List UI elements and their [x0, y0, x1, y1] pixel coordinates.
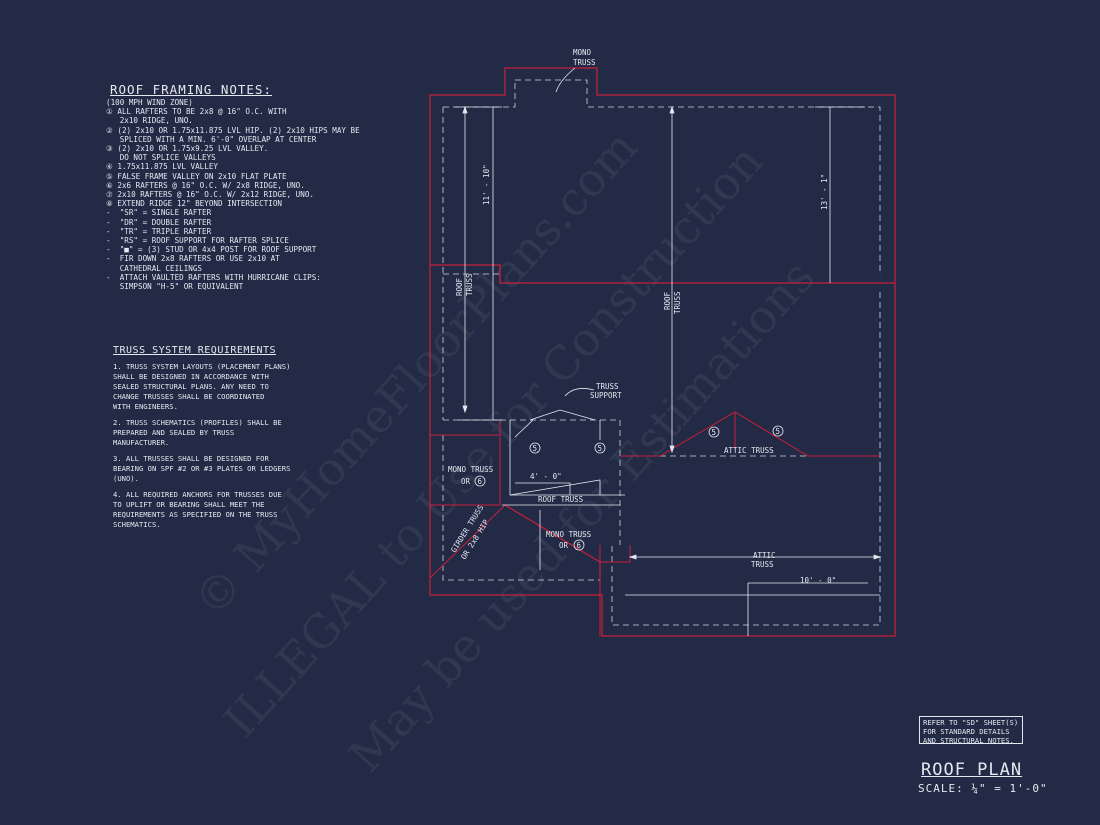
truss-requirements-list: 1. TRUSS SYSTEM LAYOUTS (PLACEMENT PLANS…	[113, 362, 313, 536]
refer-note-line: REFER TO "SD" SHEET(S)	[923, 718, 1019, 727]
marker-5-a-num: 5	[533, 444, 538, 453]
roof-truss-bottom-label: ROOF TRUSS	[538, 495, 584, 504]
roof-framing-note-item: ③ (2) 2x10 OR 1.75x9.25 LVL VALLEY.	[106, 144, 269, 154]
marker-5-c	[708, 426, 720, 438]
marker-6-a-num: 6	[478, 477, 483, 486]
roof-framing-note-item: ② (2) 2x10 OR 1.75x11.875 LVL HIP. (2) 2…	[106, 125, 360, 135]
mono-truss-bottom-label: MONO TRUSS	[546, 530, 592, 539]
mono-truss-left-label-2: OR	[461, 477, 471, 486]
attic-truss-lower-label: ATTIC	[753, 551, 776, 560]
roof-edge-dashed	[442, 79, 881, 626]
attic-truss-lower-label-2: TRUSS	[751, 560, 774, 569]
construction-lines	[502, 409, 880, 636]
roof-framing-note-item: CATHEDRAL CEILINGS	[106, 263, 203, 273]
attic-truss-label: ATTIC TRUSS	[724, 446, 774, 455]
roof-framing-note-item: - "RS" = ROOF SUPPORT FOR RAFTER SPLICE	[106, 236, 289, 246]
dim-small-label: 4' - 0"	[530, 472, 562, 481]
truss-requirement-item: 2. TRUSS SCHEMATICS (PROFILES) SHALL BE …	[113, 418, 282, 447]
roof-framing-note-item: - "DR" = DOUBLE RAFTER	[106, 217, 212, 227]
roof-truss-left-label-2: TRUSS	[465, 273, 474, 296]
mono-truss-bottom-label-2: OR	[559, 541, 569, 550]
roof-framing-note-item: - "■" = (3) STUD OR 4x4 POST FOR ROOF SU…	[106, 245, 317, 255]
marker-5-b-num: 5	[598, 444, 603, 453]
dim-bottom-label: 10' - 0"	[800, 576, 836, 585]
refer-note-line: FOR STANDARD DETAILS	[923, 727, 1010, 736]
roof-truss-left-label: ROOF	[455, 277, 464, 296]
roof-framing-note-item: ⑤ FALSE FRAME VALLEY ON 2x10 FLAT PLATE	[106, 171, 287, 181]
roof-lines	[429, 411, 880, 636]
roof-framing-note-item: - "SR" = SINGLE RAFTER	[106, 208, 212, 218]
refer-note-line: AND STRUCTURAL NOTES.	[923, 736, 1014, 745]
note-markers	[474, 425, 784, 551]
roof-framing-note-item: ④ 1.75x11.875 LVL VALLEY	[106, 162, 218, 172]
truss-support-label: TRUSS	[596, 382, 619, 391]
truss-support-label-2: SUPPORT	[590, 391, 622, 400]
truss-requirement-item: 4. ALL REQUIRED ANCHORS FOR TRUSSES DUE …	[113, 490, 282, 529]
roof-framing-note-item: - ATTACH VAULTED RAFTERS WITH HURRICANE …	[106, 272, 321, 282]
roof-framing-notes-list: (100 MPH WIND ZONE)① ALL RAFTERS TO BE 2…	[106, 98, 360, 291]
dim-left-label: 11' - 10"	[482, 164, 491, 205]
roof-framing-note-item: ⑧ EXTEND RIDGE 12" BEYOND INTERSECTION	[106, 199, 282, 209]
roof-framing-note-item: 2x10 RIDGE, UNO.	[106, 116, 193, 126]
roof-framing-notes-title: ROOF FRAMING NOTES:	[110, 82, 272, 97]
dim-right-label: 13' - 1"	[820, 174, 829, 210]
roof-truss-center-label: ROOF	[663, 291, 672, 310]
roof-framing-note-item: SPLICED WITH A MIN. 6'-0" OVERLAP AT CEN…	[106, 134, 317, 144]
marker-6-b-num: 6	[577, 541, 582, 550]
plan-title: ROOF PLAN	[921, 760, 1023, 780]
exterior-walls	[429, 67, 896, 637]
marker-5-c-num: 5	[712, 428, 717, 437]
roof-framing-note-item: - "TR" = TRIPLE RAFTER	[106, 226, 212, 236]
marker-5-d	[772, 425, 784, 437]
truss-requirement-item: 1. TRUSS SYSTEM LAYOUTS (PLACEMENT PLANS…	[113, 362, 291, 411]
roof-framing-note-item: DO NOT SPLICE VALLEYS	[106, 153, 216, 163]
roof-framing-note-item: SIMPSON "H-5" OR EQUIVALENT	[106, 282, 244, 292]
roof-framing-note-item: ⑥ 2x6 RAFTERS @ 16" O.C. W/ 2x8 RIDGE, U…	[106, 180, 305, 190]
marker-5-d-num: 5	[776, 427, 781, 436]
roof-framing-note-item: ① ALL RAFTERS TO BE 2x8 @ 16" O.C. WITH	[106, 107, 287, 117]
marker-5-b	[594, 442, 606, 454]
note-marker-numbers: 5 5 5 5 6 6	[478, 427, 781, 550]
truss-requirement-item: 3. ALL TRUSSES SHALL BE DESIGNED FOR BEA…	[113, 454, 291, 483]
marker-5-a	[529, 442, 541, 454]
dimension-lines	[455, 105, 882, 584]
roof-framing-note-item: - FIR DOWN 2x8 RAFTERS OR USE 2x10 AT	[106, 254, 280, 264]
roof-truss-center-label-2: TRUSS	[673, 291, 682, 314]
mono-truss-top-label: MONO	[573, 48, 592, 57]
mono-truss-top-label-2: TRUSS	[573, 58, 596, 67]
refer-note-box: REFER TO "SD" SHEET(S) FOR STANDARD DETA…	[919, 716, 1023, 745]
plan-scale: SCALE: ¼" = 1'-0"	[918, 782, 1048, 795]
truss-requirements-title: TRUSS SYSTEM REQUIREMENTS	[113, 345, 277, 356]
marker-6-b	[573, 539, 585, 551]
roof-framing-note-item: (100 MPH WIND ZONE)	[106, 98, 193, 107]
marker-6-a	[474, 475, 486, 487]
roof-framing-note-item: ⑦ 2x10 RAFTERS @ 16" O.C. W/ 2x12 RIDGE,…	[106, 190, 314, 200]
mono-truss-left-label: MONO TRUSS	[448, 465, 494, 474]
